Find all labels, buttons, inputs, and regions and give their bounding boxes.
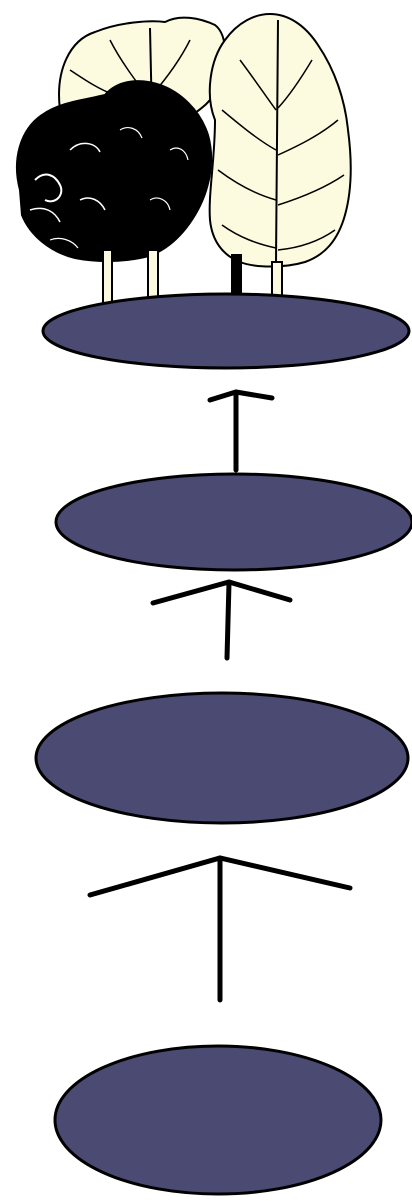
stage-disc-1 — [43, 294, 409, 368]
stage-disc-2 — [56, 474, 412, 570]
arrow-2 — [153, 582, 290, 658]
dark-tree — [17, 81, 211, 261]
stage-disc-4 — [55, 1046, 381, 1194]
light-tree-right — [210, 14, 351, 267]
stage-disc-3 — [36, 693, 408, 823]
arrow-1 — [210, 392, 272, 470]
arrow-3 — [90, 858, 350, 1000]
